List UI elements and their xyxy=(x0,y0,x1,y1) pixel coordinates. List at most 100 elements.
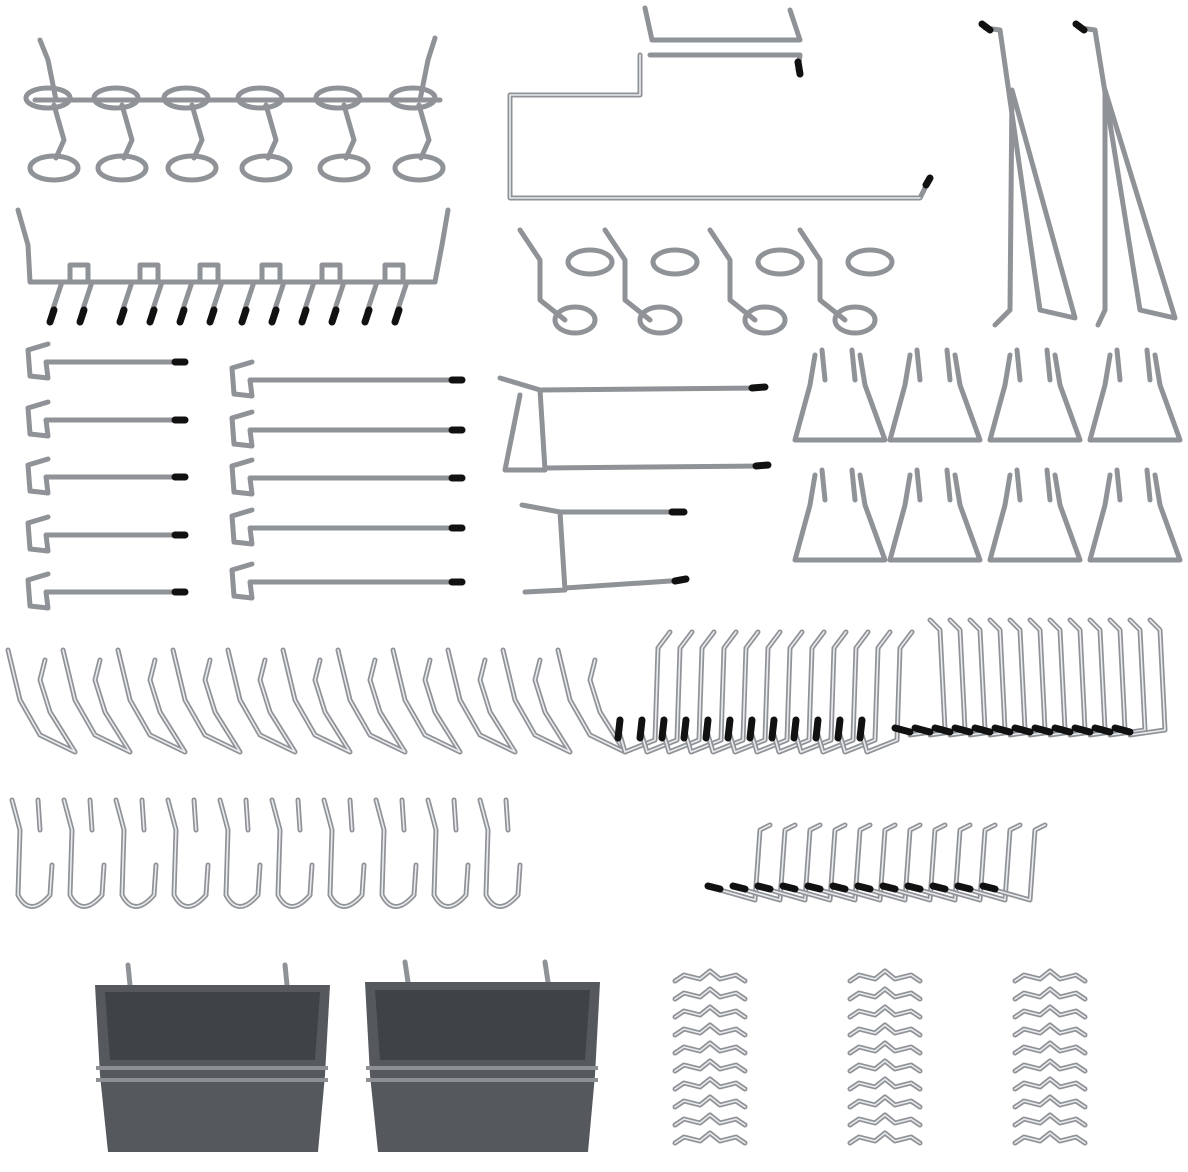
u-holder xyxy=(1087,347,1183,443)
ring-holder xyxy=(235,85,293,183)
ring-holder xyxy=(388,85,446,183)
straight-hook xyxy=(25,514,189,554)
prong-pair xyxy=(298,262,347,326)
lock-clip xyxy=(847,1004,923,1020)
straight-hook xyxy=(25,571,189,611)
l-hook-tipped xyxy=(829,822,898,903)
lock-clip xyxy=(847,1076,923,1092)
straight-hook xyxy=(229,409,466,449)
l-hook-tipped xyxy=(879,822,948,903)
j-hook-open xyxy=(113,797,159,909)
l-hook-tipped xyxy=(954,822,1023,903)
lock-clip xyxy=(672,1094,748,1110)
ring-holder xyxy=(91,85,149,183)
j-hook-tipped-left xyxy=(746,629,805,755)
hook-lock-clip-group xyxy=(672,968,1088,1146)
l-hook-tipped xyxy=(704,822,773,903)
u-holder xyxy=(1087,467,1183,563)
l-hook-tipped xyxy=(779,822,848,903)
j-hook-tipped-left xyxy=(812,629,871,755)
j-hook-tipped-left xyxy=(724,629,783,755)
angled-curved-hook xyxy=(500,647,573,755)
straight-hook xyxy=(229,457,466,497)
u-holder xyxy=(887,467,983,563)
lock-clip xyxy=(672,1004,748,1020)
lock-clip xyxy=(1012,1004,1088,1020)
l-hook-tipped xyxy=(979,822,1048,903)
straight-hook xyxy=(25,456,189,496)
u-holder xyxy=(987,467,1083,563)
straight-hook xyxy=(25,399,189,439)
u-holder xyxy=(887,347,983,443)
double-prong-hook-small xyxy=(519,502,690,595)
straight-hook xyxy=(25,341,189,381)
straight-hook-long-group xyxy=(229,359,466,601)
prong-pair xyxy=(46,262,95,326)
j-hook-tipped-right-group xyxy=(891,617,1168,738)
lock-clip xyxy=(1012,1112,1088,1128)
lock-clip xyxy=(1012,968,1088,984)
pegboard-bin-right xyxy=(365,959,600,1152)
j-hook-open xyxy=(321,797,367,909)
j-hook-tipped-left xyxy=(658,629,717,755)
j-hook-open xyxy=(373,797,419,909)
lock-clip xyxy=(847,1040,923,1056)
lock-clip xyxy=(672,1058,748,1074)
l-hook-tipped-group xyxy=(704,822,1048,903)
l-hook-tipped xyxy=(754,822,823,903)
lock-clip xyxy=(847,1058,923,1074)
u-shaped-holder-group xyxy=(792,347,1183,563)
j-hook-open xyxy=(217,797,263,909)
single-ring-hook xyxy=(797,227,895,336)
straight-hook xyxy=(229,359,466,399)
single-ring-hook xyxy=(602,227,700,336)
lock-clip xyxy=(1012,1094,1088,1110)
lock-clip xyxy=(672,1112,748,1128)
double-prong-hook-large xyxy=(497,375,772,473)
paper-towel-holder xyxy=(507,5,934,201)
straight-hook xyxy=(229,507,466,547)
lock-clip xyxy=(672,1076,748,1092)
angled-curved-hook xyxy=(390,647,463,755)
j-hook-tipped-left xyxy=(680,629,739,755)
lock-clip xyxy=(1012,1130,1088,1146)
straight-hook-short-group xyxy=(25,341,189,611)
lock-clip xyxy=(1012,1076,1088,1092)
single-ring-hook-group xyxy=(517,227,895,336)
j-hook-open xyxy=(425,797,471,909)
j-hook-tipped-left-group xyxy=(614,629,915,755)
l-hook-tipped xyxy=(904,822,973,903)
j-hook-tipped-left xyxy=(768,629,827,755)
lock-clip xyxy=(1012,1040,1088,1056)
j-hook-open xyxy=(165,797,211,909)
lock-clip xyxy=(847,1130,923,1146)
lock-clip xyxy=(1012,986,1088,1002)
j-hook-open xyxy=(269,797,315,909)
j-hook-tipped-right xyxy=(1111,617,1168,738)
pegboard-bin-left xyxy=(95,962,330,1152)
u-holder xyxy=(792,467,888,563)
single-ring-hook xyxy=(517,227,615,336)
j-hook-tipped-left xyxy=(702,629,761,755)
j-hook-open-group xyxy=(9,797,523,909)
l-hook-tipped xyxy=(729,822,798,903)
j-hook-open xyxy=(61,797,107,909)
l-hook-tipped xyxy=(854,822,923,903)
lock-clip xyxy=(672,1022,748,1038)
j-hook-tipped-left xyxy=(856,629,915,755)
lock-clip xyxy=(847,1094,923,1110)
lock-clip xyxy=(672,1130,748,1146)
j-hook-tipped-left xyxy=(790,629,849,755)
single-ring-hook xyxy=(707,227,805,336)
lock-clip xyxy=(672,1040,748,1056)
angled-curved-hook-group xyxy=(5,647,628,755)
straight-hook xyxy=(229,561,466,601)
angled-curved-hook xyxy=(5,647,78,755)
lock-clip xyxy=(847,1112,923,1128)
l-hook-tipped xyxy=(929,822,998,903)
ring-holder xyxy=(161,85,219,183)
u-holder xyxy=(792,347,888,443)
angled-curved-hook xyxy=(115,647,188,755)
lock-clip xyxy=(847,968,923,984)
